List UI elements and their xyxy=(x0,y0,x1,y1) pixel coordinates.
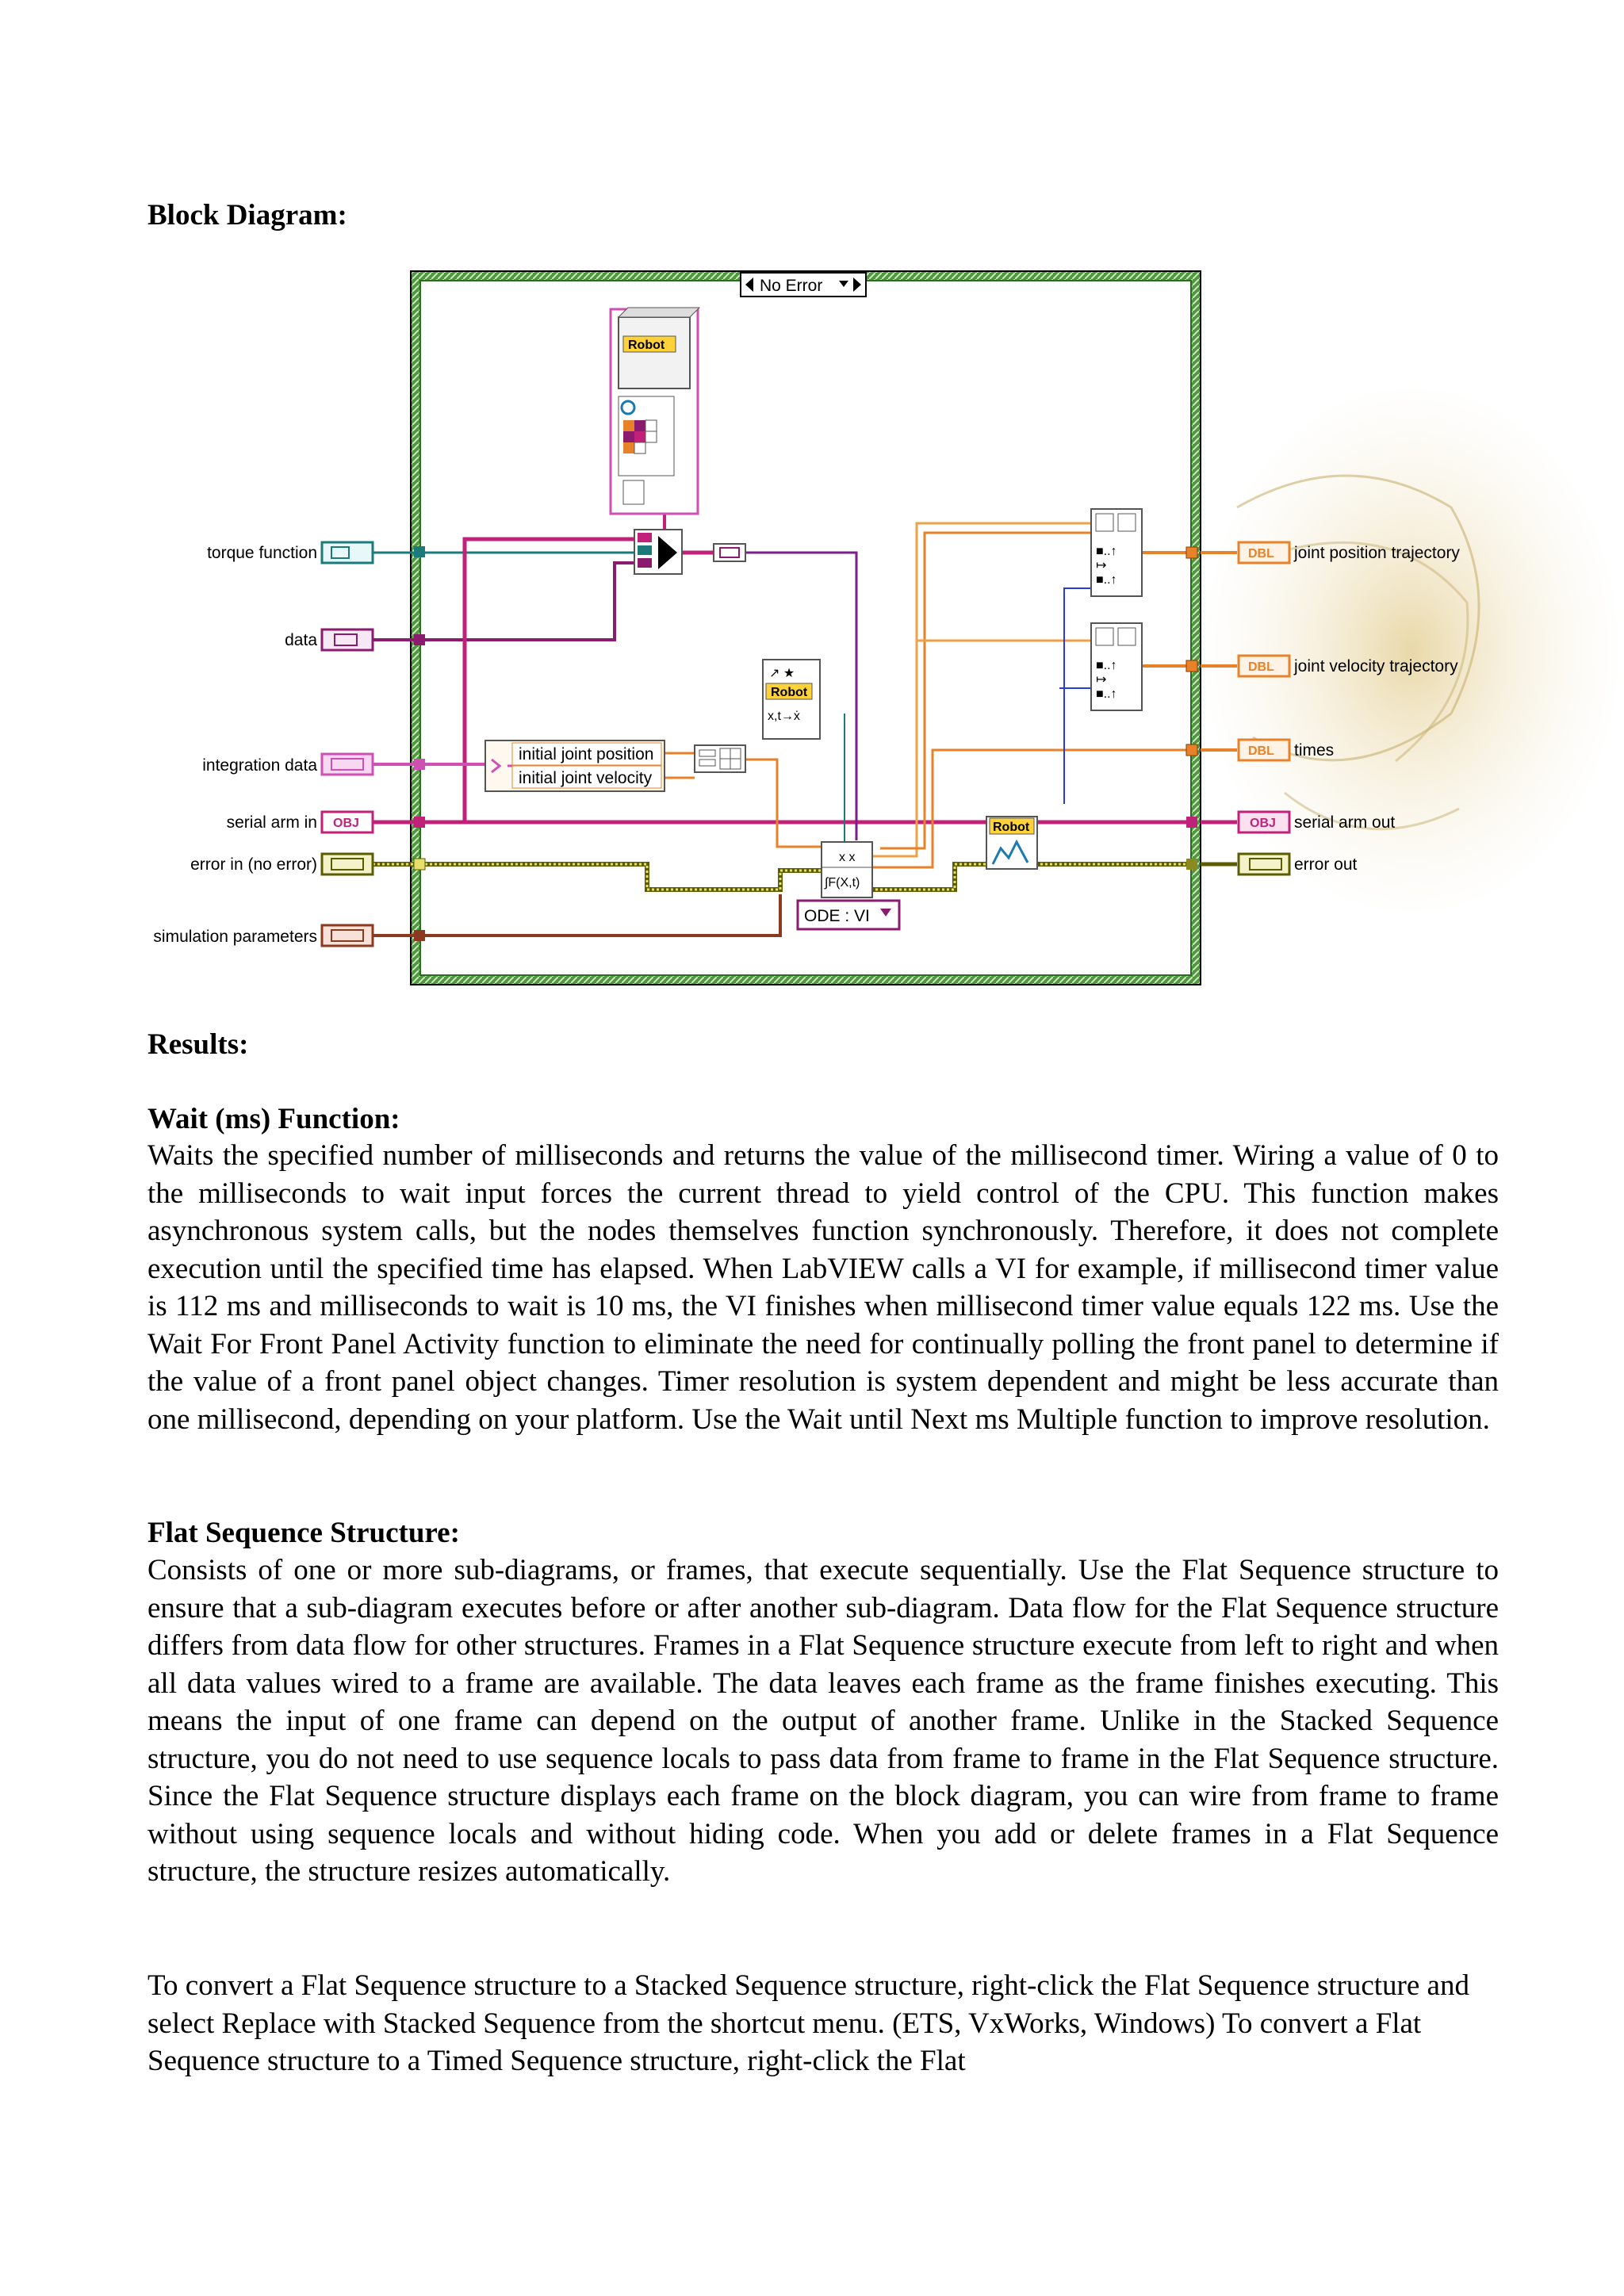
obj-tag: OBJ xyxy=(333,817,359,830)
case-selector[interactable]: No Error xyxy=(740,272,867,297)
joint-position-trajectory-label: joint position trajectory xyxy=(1293,544,1460,562)
dbl-tag-1: DBL xyxy=(1248,547,1274,561)
serial-arm-in-label: serial arm in xyxy=(227,813,317,832)
dbl-tag-2: DBL xyxy=(1248,660,1274,674)
convert-paragraph: To convert a Flat Sequence structure to … xyxy=(147,1969,1469,2077)
bundle-by-name-node[interactable] xyxy=(634,529,683,575)
svg-text:↦: ↦ xyxy=(1096,673,1106,687)
wires xyxy=(373,507,1237,937)
purple-reference-node[interactable] xyxy=(713,543,746,562)
robot-xt-label: x,t→ẋ xyxy=(768,710,800,723)
error-in-label: error in (no error) xyxy=(190,855,317,874)
block-diagram: No Error xyxy=(153,270,1618,985)
robot-dynamics-vi[interactable]: ↗ ★ Robot x,t→ẋ xyxy=(762,659,821,740)
flat-sequence-heading: Flat Sequence Structure: xyxy=(147,1517,460,1549)
unbundle-field-initial-joint-position: initial joint position xyxy=(519,745,653,763)
robot-class-constant[interactable]: Robot xyxy=(609,307,701,515)
output-error-out[interactable]: error out xyxy=(1237,852,1358,876)
case-selector-label: No Error xyxy=(760,277,822,295)
ode-node-label: ∫F(X,t) xyxy=(824,876,860,890)
joint-velocity-trajectory-label: joint velocity trajectory xyxy=(1293,657,1458,675)
index-array-node-velocity[interactable]: ■..↑ ↦ ■..↑ xyxy=(1090,622,1143,711)
ode-solver-node[interactable]: x x ∫F(X,t) xyxy=(821,841,873,898)
torque-function-label: torque function xyxy=(207,544,317,562)
svg-text:x x: x x xyxy=(839,851,855,864)
robot-tag-2: Robot xyxy=(771,686,808,699)
results-heading: Results: xyxy=(147,1028,249,1061)
block-diagram-heading: Block Diagram: xyxy=(147,199,347,232)
decorative-background-graphic xyxy=(1205,388,1618,912)
error-out-label: error out xyxy=(1294,855,1358,874)
robot-plot-vi[interactable]: Robot xyxy=(986,816,1038,870)
svg-text:■..↑: ■..↑ xyxy=(1096,545,1117,558)
output-joint-position-trajectory[interactable]: DBL joint position trajectory xyxy=(1237,541,1460,564)
build-array-node[interactable] xyxy=(694,744,746,773)
tunnels xyxy=(413,546,1198,941)
input-error-in[interactable]: error in (no error) xyxy=(190,852,374,876)
input-torque-function[interactable]: torque function xyxy=(207,541,374,564)
wait-function-paragraph: Waits the specified number of millisecon… xyxy=(147,1139,1499,1436)
obj-tag-out: OBJ xyxy=(1250,817,1276,830)
input-data[interactable]: data xyxy=(285,628,374,652)
output-times[interactable]: DBL times xyxy=(1237,738,1334,762)
flat-sequence-paragraph: Consists of one or more sub-diagrams, or… xyxy=(147,1554,1499,1888)
output-serial-arm[interactable]: OBJ serial arm out xyxy=(1237,810,1395,834)
dbl-tag-3: DBL xyxy=(1248,744,1274,758)
robot-tag-3: Robot xyxy=(993,821,1030,834)
input-integration-data[interactable]: integration data xyxy=(202,752,374,776)
ode-vi-selector[interactable]: ODE : VI xyxy=(796,899,901,931)
integration-data-label: integration data xyxy=(202,756,317,775)
index-array-node-position[interactable]: ■..↑ ↦ ■..↑ xyxy=(1090,508,1143,597)
times-label: times xyxy=(1294,741,1334,760)
ode-selector-label: ODE : VI xyxy=(804,907,870,925)
case-structure xyxy=(410,270,1201,985)
data-label: data xyxy=(285,631,317,649)
svg-text:↗ ★: ↗ ★ xyxy=(769,667,795,680)
simulation-parameters-label: simulation parameters xyxy=(153,928,317,946)
svg-text:■..↑: ■..↑ xyxy=(1096,687,1117,701)
output-joint-velocity-trajectory[interactable]: DBL joint velocity trajectory xyxy=(1237,654,1458,678)
wait-function-heading: Wait (ms) Function: xyxy=(147,1103,400,1135)
input-serial-arm[interactable]: serial arm in OBJ xyxy=(227,810,374,834)
svg-text:↦: ↦ xyxy=(1096,559,1106,572)
input-simulation-parameters[interactable]: simulation parameters xyxy=(153,924,374,947)
unbundle-by-name-node[interactable]: initial joint position initial joint vel… xyxy=(485,740,665,792)
svg-text:■..↑: ■..↑ xyxy=(1096,659,1117,672)
serial-arm-out-label: serial arm out xyxy=(1294,813,1395,832)
unbundle-field-initial-joint-velocity: initial joint velocity xyxy=(519,769,653,787)
svg-text:■..↑: ■..↑ xyxy=(1096,573,1117,587)
robot-tag: Robot xyxy=(628,339,665,352)
